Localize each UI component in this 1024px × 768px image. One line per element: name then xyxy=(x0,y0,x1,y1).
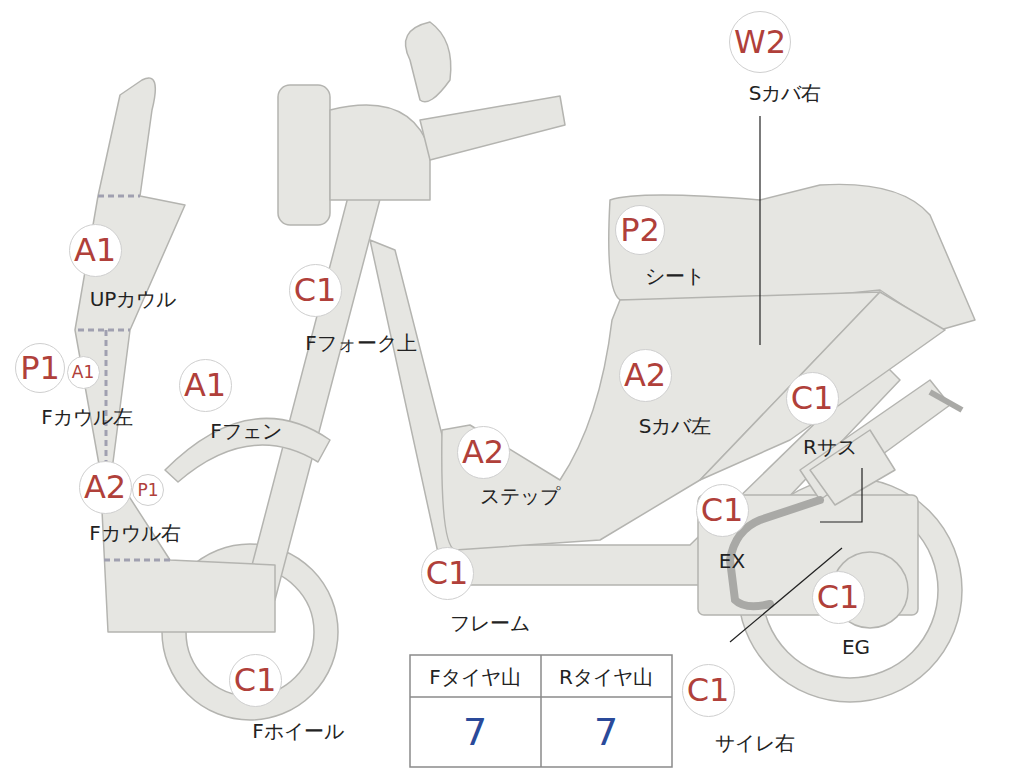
callout-node: W2Sカバ右 xyxy=(729,11,791,73)
callout-circle: P1 xyxy=(15,343,65,393)
part-name: フレーム xyxy=(450,612,530,634)
callout-number: C1 xyxy=(817,581,860,613)
callout-number: A1 xyxy=(72,364,94,381)
callout-number: P2 xyxy=(620,214,660,246)
callout-node: C1Fホイール xyxy=(229,654,282,707)
callout-node: A2Fカウル右 xyxy=(79,461,132,514)
callout-number: C1 xyxy=(687,674,730,706)
part-name: UPカウル xyxy=(90,288,177,310)
callout-number: A2 xyxy=(624,359,666,391)
callout-number: C1 xyxy=(791,382,834,414)
callout-node: P1Fカウル左 xyxy=(15,343,65,393)
callout-number: A2 xyxy=(84,471,126,503)
part-name: Fフェン xyxy=(210,420,282,442)
table-header: Rタイヤ山 xyxy=(559,667,653,687)
table-value: 7 xyxy=(594,713,618,751)
callout-node: C1Rサス xyxy=(786,372,839,425)
part-name: サイレ右 xyxy=(715,732,795,754)
callout-circle: C1 xyxy=(786,372,839,425)
part-name: Sカバ左 xyxy=(639,415,712,437)
callout-number: C1 xyxy=(294,274,337,306)
callout-circle: C1 xyxy=(289,264,342,317)
callout-number: A1 xyxy=(74,234,116,266)
callout-node: C1Fフォーク上 xyxy=(289,264,342,317)
callout-circle: P1 xyxy=(132,474,164,506)
part-name: EX xyxy=(719,550,745,572)
callout-node: C1EG xyxy=(812,571,865,624)
part-name: ステップ xyxy=(480,485,560,507)
callout-number: P1 xyxy=(20,352,60,384)
callout-number: P1 xyxy=(137,482,158,499)
callout-circle: A2 xyxy=(79,461,132,514)
callout-node: C1EX xyxy=(696,484,749,537)
callout-node: A1UPカウル xyxy=(69,224,122,277)
callout-number: C1 xyxy=(234,664,277,696)
callout-circle: C1 xyxy=(229,654,282,707)
callout-node: A1Fフェン xyxy=(179,359,232,412)
callout-node: A1 xyxy=(67,356,100,389)
callout-node: C1サイレ右 xyxy=(682,664,735,717)
callout-node: A2ステップ xyxy=(457,426,510,479)
part-name: Fホイール xyxy=(252,720,344,742)
callout-node: P1 xyxy=(132,474,164,506)
callout-circle: C1 xyxy=(696,484,749,537)
callout-number: C1 xyxy=(426,557,469,589)
callout-circle: A2 xyxy=(457,426,510,479)
callout-number: A1 xyxy=(184,369,226,401)
callout-node: A2Sカバ左 xyxy=(619,349,672,402)
part-name: EG xyxy=(842,636,870,658)
table-value: 7 xyxy=(463,713,487,751)
callout-circle: A1 xyxy=(179,359,232,412)
callout-number: A2 xyxy=(462,436,504,468)
callout-circle: A1 xyxy=(69,224,122,277)
part-name: Rサス xyxy=(803,436,857,458)
part-name: Fフォーク上 xyxy=(305,332,417,354)
callout-circle: W2 xyxy=(729,11,791,73)
callout-circle: C1 xyxy=(682,664,735,717)
callout-node: P2シート xyxy=(615,205,665,255)
callout-circle: A1 xyxy=(67,356,100,389)
callout-node: C1フレーム xyxy=(421,547,474,600)
part-name: Sカバ右 xyxy=(749,82,822,104)
callout-circle: C1 xyxy=(812,571,865,624)
table-header: Fタイヤ山 xyxy=(429,667,521,687)
part-name: Fカウル右 xyxy=(89,522,181,544)
callout-circle: A2 xyxy=(619,349,672,402)
callout-circle: C1 xyxy=(421,547,474,600)
callout-circle: P2 xyxy=(615,205,665,255)
part-name: シート xyxy=(645,265,705,287)
callout-number: C1 xyxy=(701,494,744,526)
part-name: Fカウル左 xyxy=(41,406,133,428)
callout-number: W2 xyxy=(734,26,786,58)
